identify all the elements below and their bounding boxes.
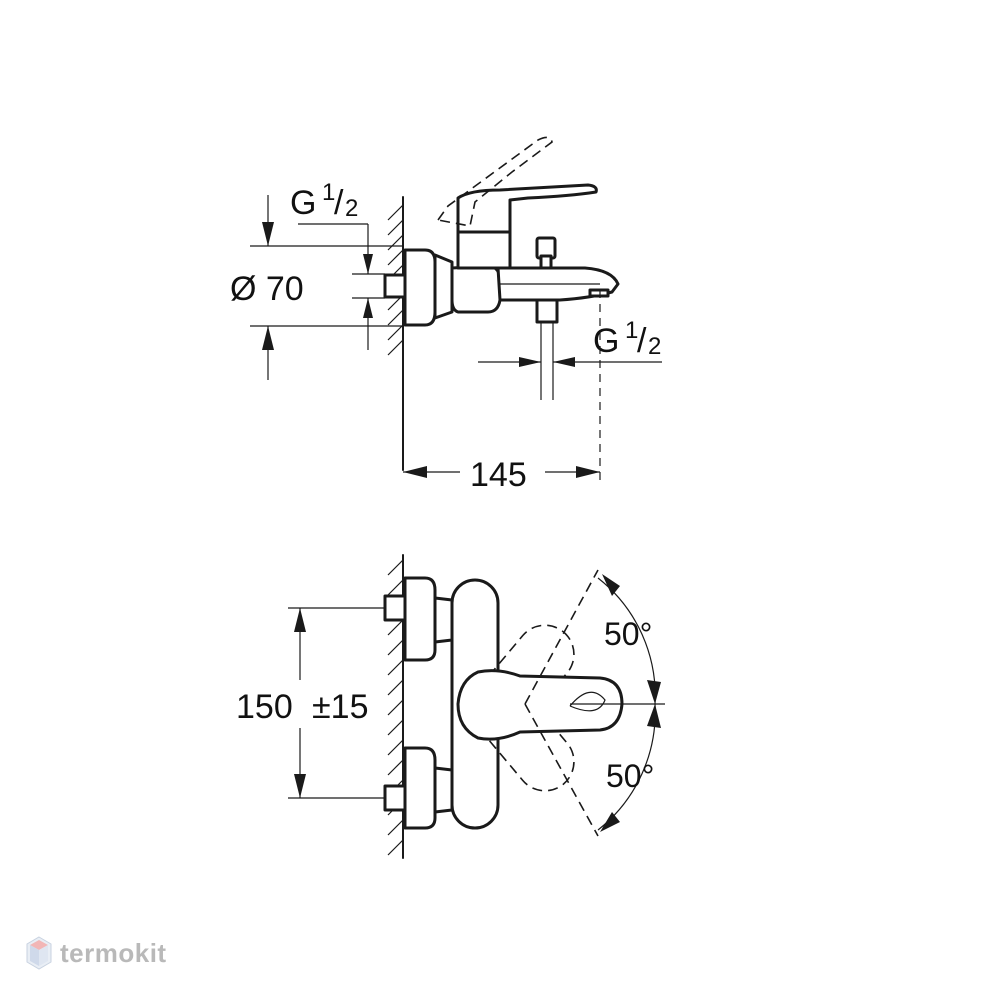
tolerance-label: ±15 [312,688,368,726]
g-right-numerator: 1 [625,317,638,344]
g-left-denominator: 2 [345,195,358,222]
diverter-stem [539,254,553,270]
svg-text:/: / [334,184,344,222]
angle-line-up [524,569,599,705]
dia-arrow-top [262,222,274,246]
depth-arrow-right [576,466,600,478]
hexagon-logo-icon [26,936,52,970]
lever-handle [456,183,598,234]
shower-outlet [535,298,559,324]
g-left-numerator: 1 [322,179,335,206]
depth-label: 145 [470,456,527,494]
lever-open-position [436,136,553,227]
upper-escutcheon [403,576,437,662]
nut [433,253,454,320]
angle-line-down [524,703,599,837]
lower-connector-stub [383,784,407,812]
spacing-arrow-top [294,608,306,632]
spacing-label: 150 [236,688,293,726]
svg-text:/: / [637,322,647,360]
upper-nut [433,596,454,644]
mixer-body [450,264,502,314]
lower-escutcheon [403,746,437,830]
aerator [588,288,610,298]
escutcheon [403,248,437,327]
upper-connector-stub [383,594,407,622]
front-view: 50° 50° 150 ±15 [236,554,665,859]
angle-up-label: 50° [604,616,652,652]
depth-arrow-left [403,466,427,478]
side-view: Ø 70 G 1 / 2 G 1 / 2 145 [230,136,662,494]
angle-down-label: 50° [606,758,654,794]
g-right-denominator: 2 [648,333,661,360]
lever-detail [569,691,606,712]
brand-watermark: termokit [60,938,167,968]
g-left-letter: G [290,184,316,222]
connector-stub [383,273,407,299]
dia-arrow-bottom [262,326,274,350]
g-right-arrow-right [553,357,575,367]
g-right-letter: G [593,322,619,360]
spacing-arrow-bottom [294,774,306,798]
angle-arrow-up-end [647,680,661,704]
lower-nut [433,766,454,814]
angle-arrow-up-start [602,574,620,596]
angle-arrow-down-start [647,704,661,728]
diameter-label: Ø 70 [230,270,304,308]
g-left-arrow-bottom [363,298,373,318]
g-left-arrow-top [363,254,373,274]
cartridge-column [456,226,512,270]
g-right-arrow-left [519,357,541,367]
front-lever-handle [456,669,624,741]
angle-arrow-down-end [600,812,620,832]
